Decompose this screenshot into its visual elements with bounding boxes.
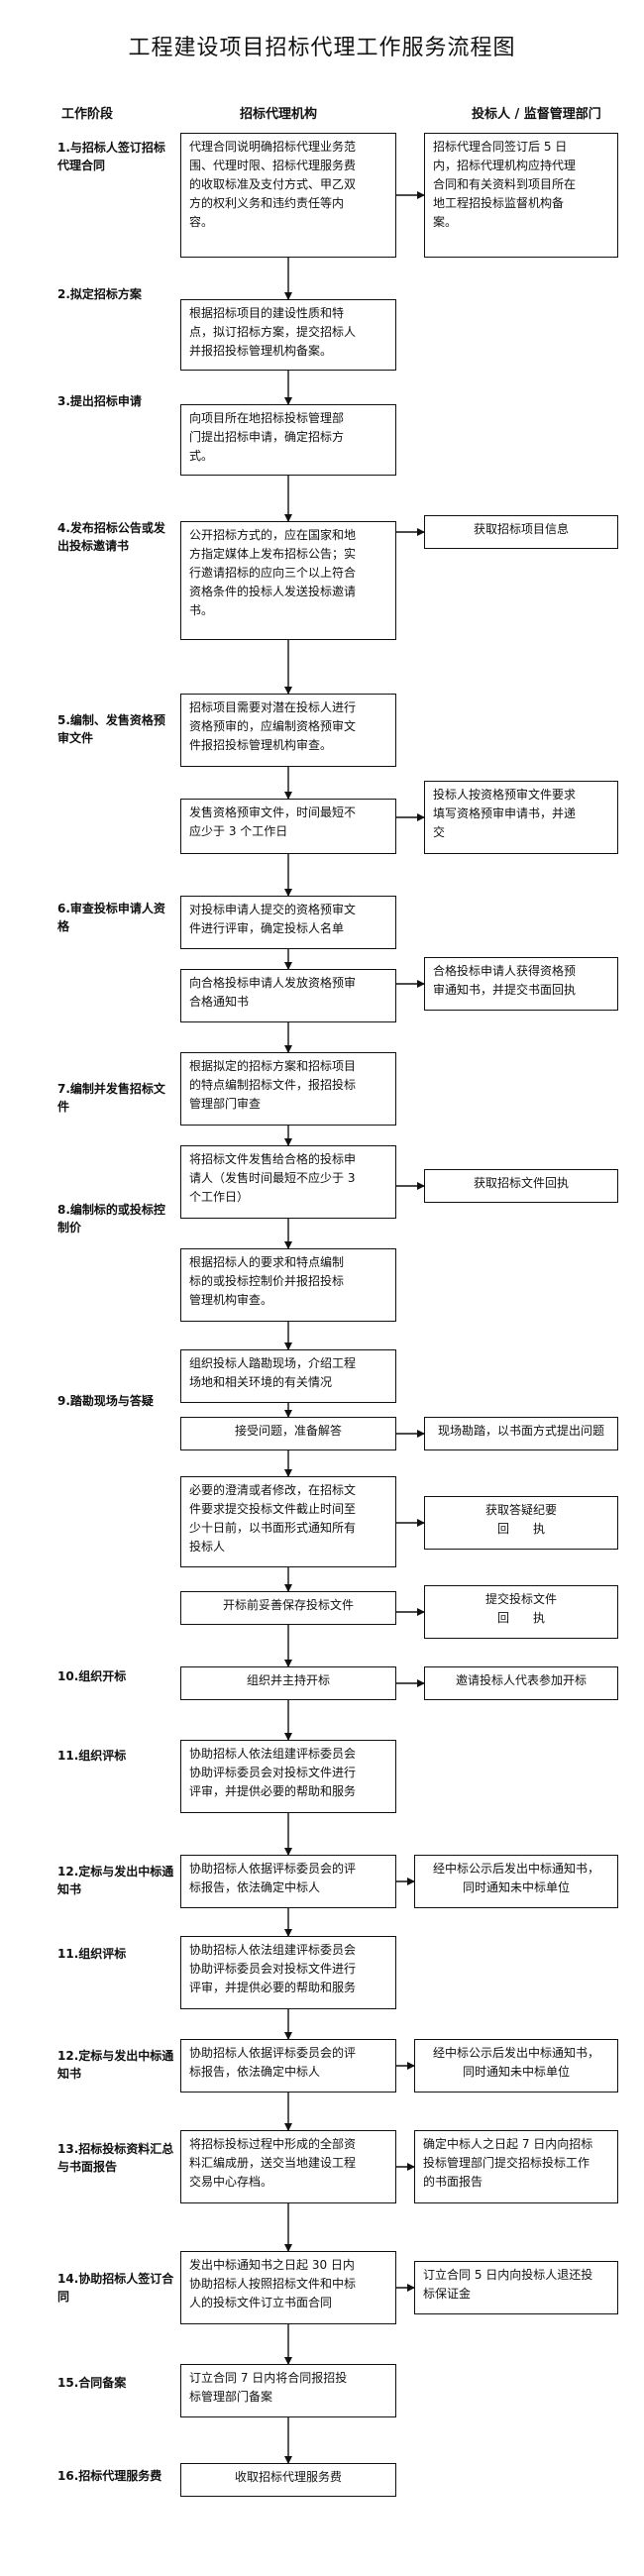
- step-box-clarification: 必要的澄清或者修改，在招标文件要求提交投标文件截止时间至少十日前，以书面形式通知…: [180, 1476, 396, 1567]
- stage-label: 11.组织评标: [57, 1947, 127, 1961]
- header-stage: 工作阶段: [61, 107, 114, 122]
- step-box-service-fee: 收取招标代理服务费: [180, 2463, 396, 2497]
- side-box-deposit-return: 订立合同 5 日内向投标人退还投标保证金: [414, 2261, 618, 2314]
- side-box-submit-bid: 提交投标文件回 执: [424, 1585, 618, 1639]
- step-box-prequal-sale: 发售资格预审文件，时间最短不应少于 3 个工作日: [180, 799, 396, 854]
- stage-label: 7.编制并发售招标文件: [57, 1082, 165, 1114]
- step-box-evaluation: 协助招标人依法组建评标委员会协助评标委员会对投标文件进行评审，并提供必要的帮助和…: [180, 1740, 396, 1813]
- stage-label: 2.拟定招标方案: [57, 287, 142, 301]
- stage-label: 12.定标与发出中标通知书: [57, 1865, 174, 1896]
- stage-label: 6.审查投标申请人资格: [57, 902, 165, 933]
- stage-label: 8.编制标的或投标控制价: [57, 1203, 165, 1234]
- step-box-questions: 接受问题，准备解答: [180, 1417, 396, 1450]
- stage-label: 11.组织评标: [57, 1749, 127, 1763]
- step-box-tender-doc: 根据拟定的招标方案和招标项目的特点编制招标文件，报招投标管理部门审查: [180, 1052, 396, 1126]
- side-box-award-notice: 经中标公示后发出中标通知书，同时通知未中标单位: [414, 1855, 618, 1908]
- stage-label: 3.提出招标申请: [57, 394, 142, 408]
- side-box-award-notice-2: 经中标公示后发出中标通知书，同时通知未中标单位: [414, 2039, 618, 2093]
- stage-label: 10.组织开标: [57, 1669, 127, 1683]
- diagram-title: 工程建设项目招标代理工作服务流程图: [128, 36, 516, 60]
- side-box-qa-minutes: 获取答疑纪要回 执: [424, 1496, 618, 1550]
- step-box-keep-bids: 开标前妥善保存投标文件: [180, 1591, 396, 1625]
- stage-label: 13.招标投标资料汇总与书面报告: [57, 2142, 174, 2174]
- side-box-tender-receipt: 获取招标文件回执: [424, 1169, 618, 1203]
- stage-label: 14.协助招标人签订合同: [57, 2272, 174, 2304]
- step-box-application: 向项目所在地招标投标管理部门提出招标申请，确定招标方式。: [180, 404, 396, 476]
- step-box-contract-sign: 发出中标通知书之日起 30 日内协助招标人按照招标文件和中标人的投标文件订立书面…: [180, 2251, 396, 2324]
- step-box-control-price: 根据招标人的要求和特点编制标的或投标控制价并报招投标管理机构审查。: [180, 1248, 396, 1322]
- stage-label: 4.发布招标公告或发出投标邀请书: [57, 521, 165, 553]
- step-box-review: 对投标申请人提交的资格预审文件进行评审，确定投标人名单: [180, 896, 396, 949]
- step-box-prequal-doc: 招标项目需要对潜在投标人进行资格预审的，应编制资格预审文件报招投标管理机构审查。: [180, 694, 396, 767]
- step-box-evaluation-2: 协助招标人依法组建评标委员会协助评标委员会对投标文件进行评审，并提供必要的帮助和…: [180, 1936, 396, 2009]
- step-box-site-visit: 组织投标人踏勘现场，介绍工程场地和相关环境的有关情况: [180, 1349, 396, 1403]
- stage-label: 1.与招标人签订招标代理合同: [57, 141, 165, 172]
- step-box-announcement: 公开招标方式的，应在国家和地方指定媒体上发布招标公告；实行邀请招标的应向三个以上…: [180, 521, 396, 640]
- stage-label: 5.编制、发售资格预审文件: [57, 713, 165, 745]
- stage-label: 16.招标代理服务费: [57, 2469, 162, 2483]
- step-box-contract: 代理合同说明确招标代理业务范围、代理时限、招标代理服务费的收取标准及支付方式、甲…: [180, 133, 396, 258]
- side-box-prequal-application: 投标人按资格预审文件要求填写资格预审申请书，并递交: [424, 781, 618, 854]
- step-box-award: 协助招标人依据评标委员会的评标报告，依法确定中标人: [180, 1855, 396, 1908]
- side-box-filing: 招标代理合同签订后 5 日内，招标代理机构应持代理合同和有关资料到项目所在地工程…: [424, 133, 618, 258]
- side-box-written-report: 确定中标人之日起 7 日内向招标投标管理部门提交招标投标工作的书面报告: [414, 2130, 618, 2203]
- step-box-contract-filing: 订立合同 7 日内将合同报招投标管理部门备案: [180, 2364, 396, 2417]
- stage-label: 9.踏勘现场与答疑: [57, 1394, 154, 1408]
- side-box-site-questions: 现场勘踏，以书面方式提出问题: [424, 1417, 618, 1450]
- stage-label: 12.定标与发出中标通知书: [57, 2049, 174, 2081]
- step-box-award-2: 协助招标人依据评标委员会的评标报告，依法确定中标人: [180, 2039, 396, 2093]
- header-owner: 投标人 / 监督管理部门: [472, 107, 601, 122]
- header-agency: 招标代理机构: [240, 107, 318, 122]
- step-box-archive: 将招标投标过程中形成的全部资料汇编成册，送交当地建设工程交易中心存档。: [180, 2130, 396, 2203]
- step-box-plan: 根据招标项目的建设性质和特点，拟订招标方案，提交招标人并报招投标管理机构备案。: [180, 299, 396, 371]
- step-box-bid-opening: 组织并主持开标: [180, 1666, 396, 1700]
- side-box-get-info: 获取招标项目信息: [424, 515, 618, 549]
- side-box-invite-reps: 邀请投标人代表参加开标: [424, 1666, 618, 1700]
- stage-label: 15.合同备案: [57, 2376, 127, 2390]
- side-box-prequal-receipt: 合格投标申请人获得资格预审通知书，并提交书面回执: [424, 957, 618, 1011]
- step-box-qualify-notice: 向合格投标申请人发放资格预审合格通知书: [180, 969, 396, 1022]
